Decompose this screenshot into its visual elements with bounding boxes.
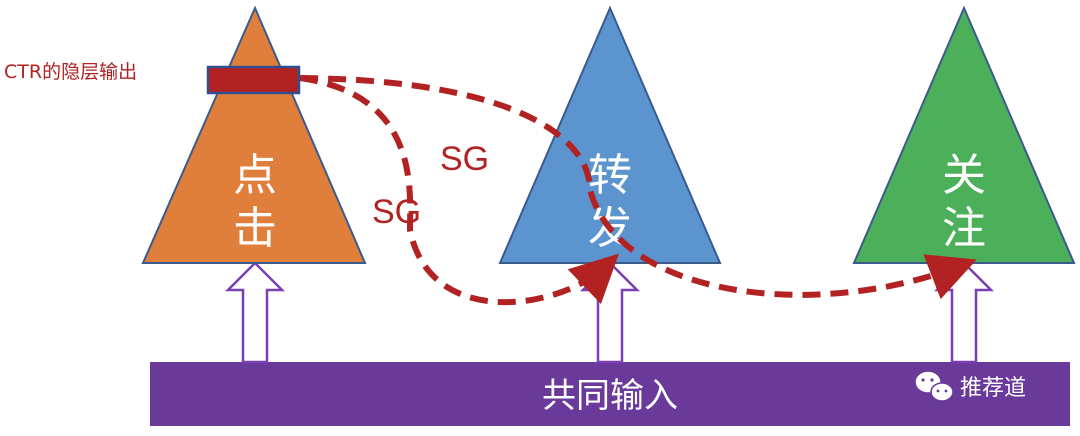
watermark-text: 推荐道 — [960, 376, 1026, 401]
sg-arrow-to-follow — [299, 75, 977, 300]
shared-input-bar — [150, 362, 1070, 426]
tower-click-label-top: 点 — [233, 150, 277, 201]
up-arrow-follow — [933, 261, 995, 364]
tower-follow-label-top: 关 — [942, 150, 986, 201]
sg-arrow-to-forward — [299, 75, 620, 306]
up-arrow-click — [224, 261, 286, 364]
tower-click-label-bottom: 击 — [233, 203, 277, 254]
wechat-icon — [914, 370, 954, 402]
sg-label-lower: SG — [372, 193, 421, 231]
shared-input-label: 共同输入 — [542, 376, 678, 416]
ctr-hidden-output-label: CTR的隐层输出 — [4, 61, 137, 83]
tower-click — [141, 5, 367, 264]
sg-label-upper: SG — [440, 140, 489, 178]
tower-follow-label-bottom: 注 — [942, 203, 986, 254]
ctr-hidden-output-box — [206, 65, 301, 95]
tower-forward-label-top: 转 — [588, 150, 632, 201]
